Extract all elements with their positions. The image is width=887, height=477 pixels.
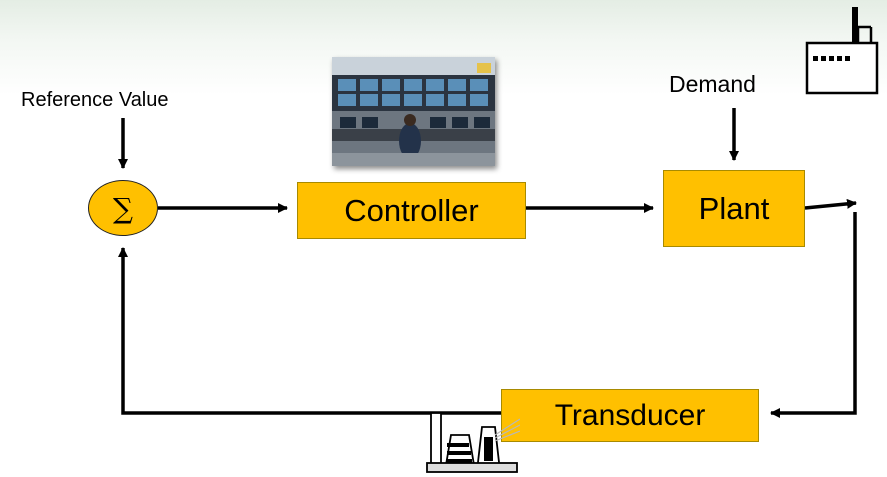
feedback-to-sum-line	[118, 247, 501, 415]
controller-block: Controller	[297, 182, 526, 239]
plant-label: Plant	[698, 191, 770, 226]
power-plant-icon	[426, 412, 520, 473]
plant-block: Plant	[663, 170, 805, 247]
feedback-to-transducer-line	[770, 212, 857, 418]
demand-label: Demand	[669, 71, 756, 97]
summing-junction: ∑	[88, 180, 158, 236]
sum-symbol: ∑	[113, 191, 133, 225]
control-room-photo	[332, 57, 495, 166]
transducer-label: Transducer	[554, 398, 706, 432]
factory-icon	[805, 7, 879, 95]
controller-label: Controller	[344, 193, 479, 228]
transducer-block: Transducer	[501, 389, 759, 442]
plant-output-arrow	[804, 198, 857, 210]
reference-value-label: Reference Value	[21, 89, 169, 111]
